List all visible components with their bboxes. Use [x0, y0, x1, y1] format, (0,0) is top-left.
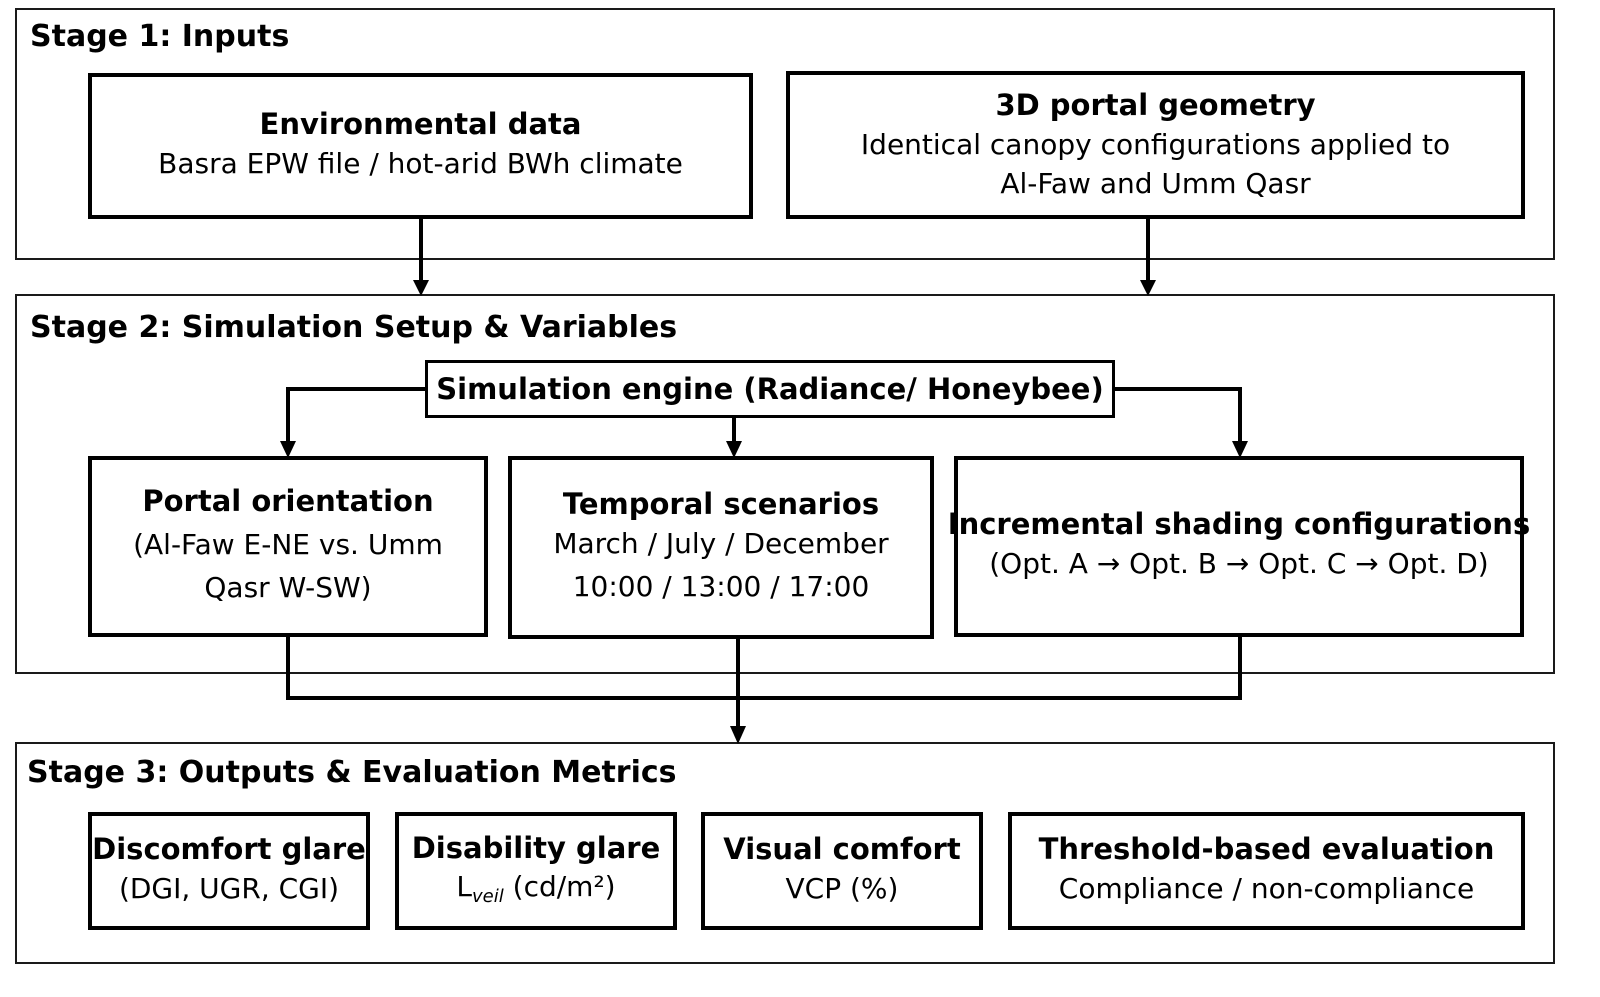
- disability-glare-metric: Lveil (cd/m²): [456, 865, 615, 911]
- simulation-engine-box: Simulation engine (Radiance/ Honeybee): [425, 360, 1115, 418]
- arrowhead-orientation: [280, 441, 296, 458]
- shading-configurations-title: Incremental shading configurations: [947, 507, 1531, 542]
- veil-luminance-unit: (cd/m²): [512, 870, 616, 904]
- stage-1-title: Stage 1: Inputs: [30, 19, 290, 54]
- temporal-scenarios-title: Temporal scenarios: [562, 486, 880, 521]
- visual-comfort-title: Visual comfort: [723, 831, 961, 866]
- temporal-scenarios-box: Temporal scenarios March / July / Decemb…: [508, 456, 934, 639]
- stage-3-title: Stage 3: Outputs & Evaluation Metrics: [27, 755, 677, 790]
- threshold-evaluation-title: Threshold-based evaluation: [1038, 831, 1495, 866]
- veil-luminance-symbol: L: [456, 870, 472, 904]
- arrowhead-geometry: [1140, 280, 1156, 296]
- temporal-months: March / July / December: [553, 526, 889, 560]
- portal-orientation-text: (Al-Faw E-NE vs. Umm Qasr W-SW): [133, 527, 443, 604]
- discomfort-glare-metrics: (DGI, UGR, CGI): [118, 871, 340, 905]
- discomfort-glare-box: Discomfort glare (DGI, UGR, CGI): [88, 812, 370, 930]
- arrowhead-environmental: [413, 280, 429, 296]
- disability-glare-title: Disability glare: [411, 830, 661, 865]
- portal-geometry-text-1: Identical canopy configurations applied …: [860, 127, 1451, 161]
- temporal-times: 10:00 / 13:00 / 17:00: [572, 569, 870, 603]
- shading-options-sequence: (Opt. A → Opt. B → Opt. C → Opt. D): [989, 547, 1489, 581]
- portal-orientation-box: Portal orientation (Al-Faw E-NE vs. Umm …: [88, 456, 488, 637]
- arrowhead-shading: [1232, 441, 1248, 458]
- arrow-engine-to-shading: [1115, 387, 1242, 443]
- threshold-evaluation-text: Compliance / non-compliance: [1058, 871, 1475, 905]
- threshold-evaluation-box: Threshold-based evaluation Compliance / …: [1008, 812, 1525, 930]
- environmental-data-title: Environmental data: [259, 106, 582, 141]
- arrowhead-temporal: [726, 441, 742, 458]
- portal-geometry-box: 3D portal geometry Identical canopy conf…: [786, 71, 1525, 219]
- environmental-data-text: Basra EPW file / hot-arid BWh climate: [158, 146, 683, 180]
- stage-2-title: Stage 2: Simulation Setup & Variables: [30, 310, 678, 345]
- portal-geometry-text-2: Al-Faw and Umm Qasr: [1000, 166, 1311, 200]
- veil-subscript: veil: [472, 886, 504, 908]
- discomfort-glare-title: Discomfort glare: [92, 831, 366, 866]
- connector-orientation-merge: [286, 637, 1242, 700]
- portal-orientation-title: Portal orientation: [142, 483, 434, 518]
- environmental-data-box: Environmental data Basra EPW file / hot-…: [88, 73, 753, 219]
- visual-comfort-box: Visual comfort VCP (%): [701, 812, 983, 930]
- portal-geometry-title: 3D portal geometry: [995, 87, 1316, 122]
- shading-configurations-box: Incremental shading configurations (Opt.…: [948, 456, 1530, 637]
- disability-glare-box: Disability glare Lveil (cd/m²): [395, 812, 677, 930]
- arrow-engine-to-orientation: [286, 387, 425, 443]
- arrowhead-stage3: [730, 726, 746, 744]
- visual-comfort-metric: VCP (%): [785, 871, 899, 905]
